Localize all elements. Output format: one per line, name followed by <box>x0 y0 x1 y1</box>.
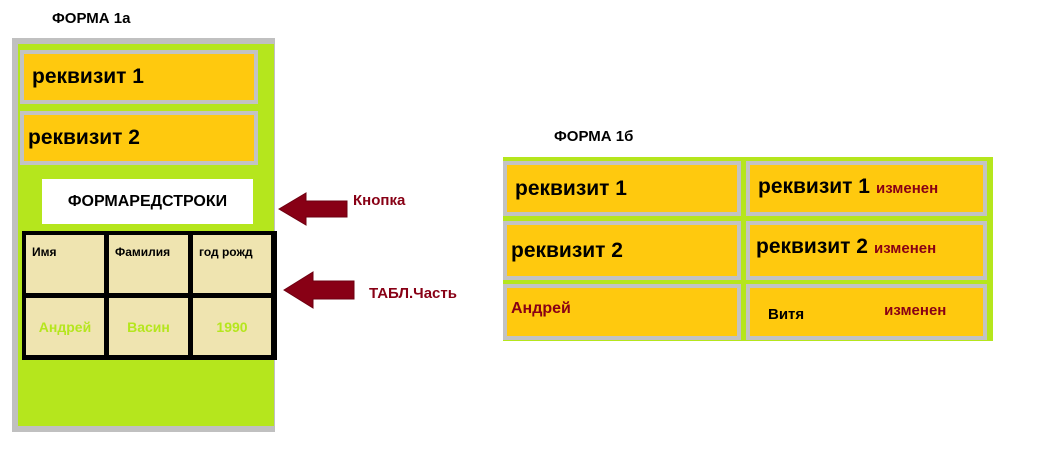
name-value: Андрей <box>511 300 571 317</box>
table-header-cell: Фамилия <box>109 235 188 293</box>
changed-flag: изменен <box>873 240 937 257</box>
field-label: реквизит 2 <box>756 235 868 258</box>
arrow-left-icon <box>283 271 355 309</box>
form1b-changed-name-field[interactable]: Витя изменен <box>746 284 987 340</box>
form1a-title: ФОРМА 1а <box>52 10 131 27</box>
arrow-left-icon <box>278 192 348 226</box>
table-callout-label: ТАБЛ.Часть <box>369 285 457 302</box>
table-header-cell: год рожд <box>193 235 271 293</box>
button-callout-label: Кнопка <box>353 192 406 209</box>
changed-flag: изменен <box>884 302 947 319</box>
form1b-changed-field-1[interactable]: реквизит 1 изменен <box>746 161 987 216</box>
form1b-name-field[interactable]: Андрей <box>503 284 741 340</box>
form1b-field-1[interactable]: реквизит 1 <box>503 161 741 216</box>
form1a-field-2[interactable]: реквизит 2 <box>20 111 258 165</box>
form-row-edit-button[interactable]: ФОРМАРЕДСТРОКИ <box>42 179 253 224</box>
form1b-changed-field-2[interactable]: реквизит 2 изменен <box>746 221 987 280</box>
tabular-section: Имя Фамилия год рожд Андрей Васин 1990 <box>22 231 277 360</box>
form1b-title: ФОРМА 1б <box>554 128 634 145</box>
name-value: Витя <box>768 306 805 323</box>
changed-flag: изменен <box>875 180 939 197</box>
field-label: реквизит 1 <box>32 65 144 88</box>
field-label: реквизит 1 <box>758 175 870 198</box>
field-label: реквизит 1 <box>515 176 627 200</box>
field-label: реквизит 2 <box>511 238 623 262</box>
table-cell[interactable]: Андрей <box>26 298 104 355</box>
form1b-field-2[interactable]: реквизит 2 <box>503 221 741 280</box>
table-header-cell: Имя <box>26 235 104 293</box>
form1a-field-1[interactable]: реквизит 1 <box>20 50 258 104</box>
table-cell[interactable]: 1990 <box>193 298 271 355</box>
field-label: реквизит 2 <box>28 126 140 149</box>
table-cell[interactable]: Васин <box>109 298 188 355</box>
